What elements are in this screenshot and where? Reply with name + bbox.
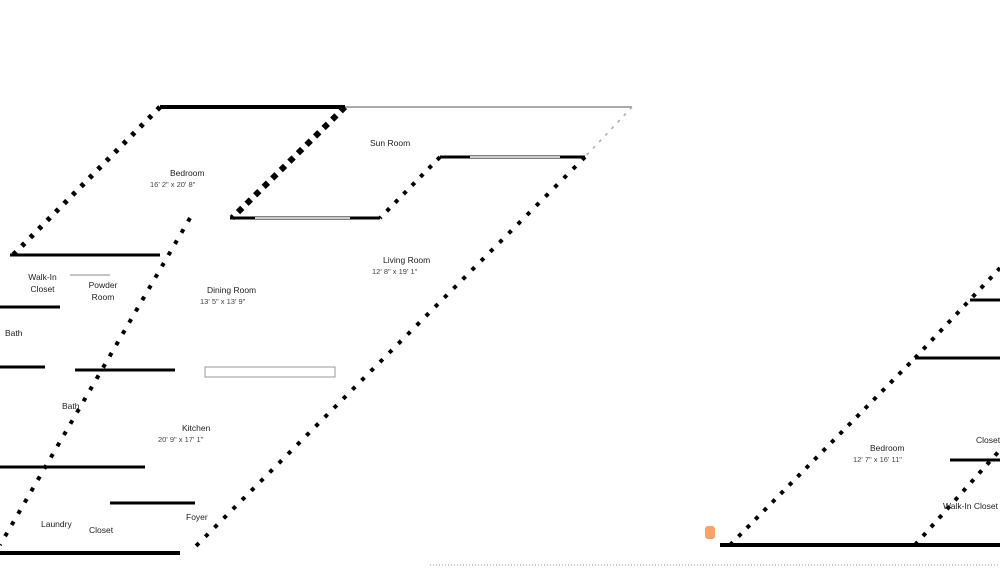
room-label: Laundry	[41, 519, 72, 529]
room-dims: 20' 9" x 17' 1"	[158, 435, 204, 444]
room-label: Living Room	[383, 255, 431, 265]
room-label: Closet	[976, 435, 1000, 445]
room-label: Bath	[5, 328, 23, 338]
room-label: Bath	[62, 401, 80, 411]
room-label: Closet	[89, 525, 114, 535]
room-label: Walk-In Closet	[28, 272, 57, 294]
room-label: Foyer	[186, 512, 208, 522]
walls	[0, 104, 1000, 566]
room-dims: 12' 8" x 19' 1"	[372, 267, 418, 276]
room-dims: 12' 7" x 16' 11"	[853, 455, 902, 464]
room-dims: 13' 5" x 13' 9"	[200, 297, 246, 306]
room-label: Powder Room	[88, 280, 118, 302]
room-label: Walk-In Closet	[943, 501, 998, 511]
room-label: Sun Room	[370, 138, 411, 148]
room-label: Bedroom	[170, 168, 205, 178]
room-label: Bedroom	[870, 443, 905, 453]
marker-icon	[705, 526, 715, 539]
room-dims: 16' 2" x 20' 8"	[150, 180, 196, 189]
room-label: Kitchen	[182, 423, 211, 433]
room-label: Dining Room	[207, 285, 257, 295]
